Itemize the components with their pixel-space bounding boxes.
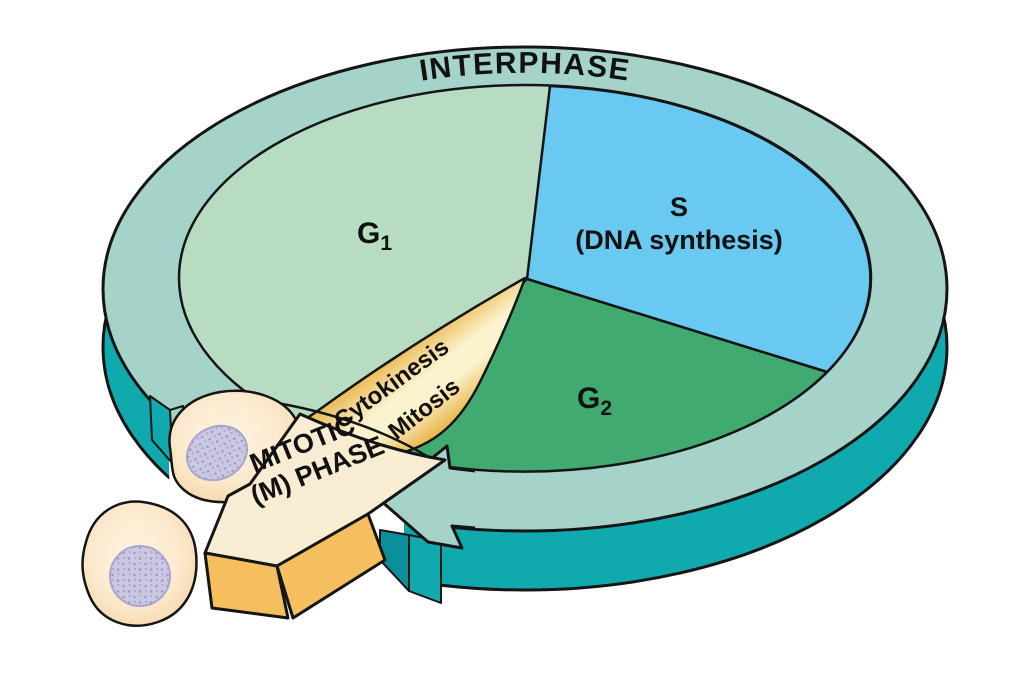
- m-phase-arrow-front-left: [203, 551, 290, 620]
- m-phase-arrow: [203, 412, 447, 620]
- s-caption: (DNA synthesis): [575, 225, 783, 255]
- m-phase-arrow-front-right: [275, 512, 387, 620]
- nucleus-2: [109, 545, 171, 607]
- ring-arrowhead: [380, 446, 475, 548]
- ring-arrowhead-outline: [378, 444, 476, 550]
- daughter-cell-2: [81, 500, 198, 627]
- s-label: S: [670, 192, 688, 222]
- m-phase-wedge: [298, 276, 527, 457]
- s-sector: [525, 84, 872, 374]
- g1-label: G1: [357, 217, 392, 255]
- g2-label: G2: [577, 382, 612, 420]
- ring-cut-right-side: [408, 534, 442, 604]
- nucleus-1: [186, 424, 248, 482]
